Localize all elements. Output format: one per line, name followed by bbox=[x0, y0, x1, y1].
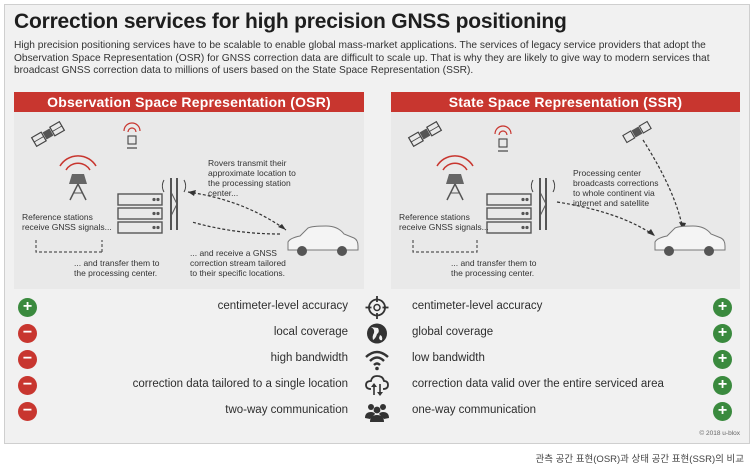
ssr-transfer-note: ... and transfer them to the processing … bbox=[451, 258, 537, 278]
satellite-icon bbox=[407, 120, 443, 148]
ssr-panel: Processing center broadcasts corrections… bbox=[391, 112, 740, 289]
osr-receive-note: ... and receive a GNSS correction stream… bbox=[190, 248, 286, 278]
reference-antenna-icon bbox=[436, 155, 474, 201]
car-icon bbox=[654, 225, 726, 256]
osr-transfer-note: ... and transfer them to the processing … bbox=[74, 258, 160, 278]
satellite-small-icon bbox=[494, 125, 512, 152]
minus-badge-icon: − bbox=[18, 324, 37, 343]
osr-feature: two-way communication bbox=[225, 404, 348, 416]
cell-tower-icon bbox=[161, 178, 187, 230]
osr-diagram bbox=[30, 120, 359, 256]
globe-icon bbox=[367, 323, 387, 344]
comparison-row: + centimeter-level accuracy centimeter-l… bbox=[14, 295, 740, 320]
processing-server-icon bbox=[486, 193, 532, 234]
ssr-panel-header: State Space Representation (SSR) bbox=[391, 92, 740, 112]
minus-badge-icon: − bbox=[18, 376, 37, 395]
minus-badge-icon: − bbox=[18, 402, 37, 421]
ssr-reference-note: Reference stations receive GNSS signals.… bbox=[399, 212, 489, 232]
comparison-row: − correction data tailored to a single l… bbox=[14, 373, 740, 398]
osr-feature: correction data tailored to a single loc… bbox=[132, 378, 348, 390]
figure-caption: 관측 공간 표현(OSR)과 상태 공간 표현(SSR)의 비교 bbox=[535, 454, 744, 465]
osr-panel-header: Observation Space Representation (OSR) bbox=[14, 92, 364, 112]
cloud-sync-icon bbox=[365, 375, 389, 396]
crosshair-icon bbox=[365, 296, 389, 319]
ssr-feature: one-way communication bbox=[412, 404, 537, 416]
plus-badge-icon: + bbox=[713, 402, 732, 421]
wifi-icon bbox=[365, 350, 389, 371]
comparison-row: − two-way communication one-way communic… bbox=[14, 399, 740, 424]
ssr-feature: centimeter-level accuracy bbox=[412, 300, 543, 312]
people-icon bbox=[365, 404, 389, 422]
processing-server-icon bbox=[117, 193, 163, 234]
reference-antenna-icon bbox=[59, 155, 97, 201]
processing-center-note: Processing center broadcasts corrections… bbox=[573, 168, 659, 208]
intro-paragraph: High precision positioning services have… bbox=[14, 40, 710, 77]
car-icon bbox=[287, 225, 359, 256]
plus-badge-icon: + bbox=[713, 376, 732, 395]
ssr-feature: low bandwidth bbox=[412, 352, 485, 364]
osr-reference-note: Reference stations receive GNSS signals.… bbox=[22, 212, 112, 232]
copyright-text: © 2018 u-blox bbox=[699, 430, 740, 437]
osr-feature: centimeter-level accuracy bbox=[217, 300, 348, 312]
minus-badge-icon: − bbox=[18, 350, 37, 369]
osr-feature: local coverage bbox=[273, 326, 348, 338]
ssr-feature: global coverage bbox=[412, 326, 494, 338]
ssr-feature: correction data valid over the entire se… bbox=[412, 378, 664, 390]
osr-panel: Rovers transmit their approximate locati… bbox=[14, 112, 364, 289]
rovers-note: Rovers transmit their approximate locati… bbox=[208, 158, 296, 198]
ssr-diagram bbox=[407, 120, 726, 256]
page-title: Correction services for high precision G… bbox=[14, 10, 567, 33]
broadcast-satellite-icon bbox=[622, 120, 652, 144]
plus-badge-icon: + bbox=[713, 350, 732, 369]
satellite-small-icon bbox=[123, 122, 141, 149]
comparison-row: − local coverage global coverage + bbox=[14, 321, 740, 346]
plus-badge-icon: + bbox=[18, 298, 37, 317]
plus-badge-icon: + bbox=[713, 324, 732, 343]
plus-badge-icon: + bbox=[713, 298, 732, 317]
satellite-icon bbox=[30, 120, 66, 148]
cell-tower-icon bbox=[530, 178, 556, 230]
comparison-row: − high bandwidth low bandwidth + bbox=[14, 347, 740, 372]
osr-feature: high bandwidth bbox=[270, 352, 348, 364]
